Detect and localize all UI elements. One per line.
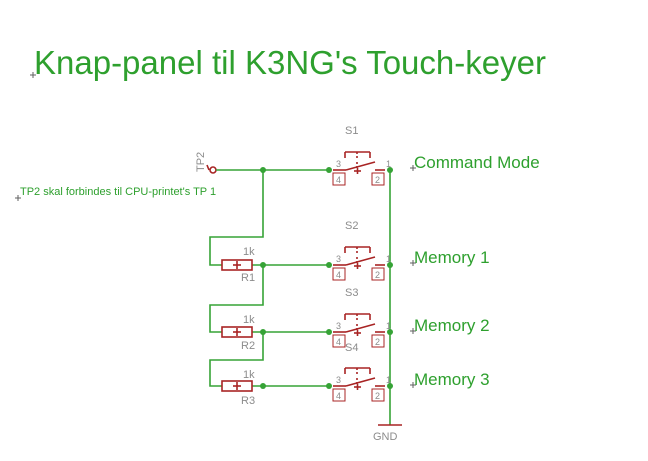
testpoint-name: TP2 bbox=[195, 152, 207, 172]
resistor-r1: 1k R1 bbox=[221, 246, 255, 284]
wire-ladder-3 bbox=[209, 332, 264, 387]
switch-pin: 3 bbox=[336, 321, 341, 331]
switch-s2: S2 3 1 4 2 bbox=[332, 220, 391, 281]
connection-note: TP2 skal forbindes til CPU-printet's TP … bbox=[20, 186, 216, 198]
switch-name: S2 bbox=[345, 220, 358, 232]
resistor-name: R3 bbox=[241, 395, 255, 407]
switch-s3: S3 3 1 4 2 bbox=[332, 287, 391, 348]
switch-pin: 1 bbox=[386, 375, 391, 385]
switch-pin: 4 bbox=[336, 270, 341, 280]
junctions bbox=[260, 167, 393, 389]
switch-name: S4 bbox=[345, 342, 358, 354]
junction-dot bbox=[387, 329, 393, 335]
switch-pin: 4 bbox=[336, 175, 341, 185]
switch-pin: 2 bbox=[375, 175, 380, 185]
resistor-body bbox=[221, 259, 253, 271]
schematic-title: Knap-panel til K3NG's Touch-keyer bbox=[34, 44, 546, 81]
junction-dot bbox=[326, 167, 332, 173]
junction-dot bbox=[260, 167, 266, 173]
ground-label: GND bbox=[373, 431, 398, 443]
function-labels: Command Mode Memory 1 Memory 2 Memory 3 bbox=[410, 153, 540, 389]
label-memory-3: Memory 3 bbox=[414, 370, 490, 389]
resistor-value: 1k bbox=[243, 314, 255, 326]
switch-pin: 1 bbox=[386, 254, 391, 264]
resistor-name: R2 bbox=[241, 340, 255, 352]
junction-dot bbox=[260, 262, 266, 268]
label-memory-2: Memory 2 bbox=[414, 316, 490, 335]
switch-s4: S4 3 1 4 2 bbox=[332, 342, 391, 402]
testpoint-tick bbox=[206, 164, 210, 171]
resistor-name: R1 bbox=[241, 272, 255, 284]
resistor-body bbox=[221, 326, 253, 338]
resistor-body bbox=[221, 380, 253, 392]
switch-pin: 1 bbox=[386, 159, 391, 169]
wire-ladder-1 bbox=[209, 170, 264, 266]
switch-pin: 2 bbox=[375, 391, 380, 401]
junction-dot bbox=[260, 329, 266, 335]
wire-ladder-2 bbox=[209, 265, 264, 333]
switch-pin: 2 bbox=[375, 270, 380, 280]
switch-pin: 3 bbox=[336, 375, 341, 385]
resistor-value: 1k bbox=[243, 369, 255, 381]
junction-dot bbox=[387, 167, 393, 173]
ground-symbol: GND bbox=[373, 424, 402, 443]
switch-pin: 3 bbox=[336, 159, 341, 169]
junction-dot bbox=[260, 383, 266, 389]
switch-pin: 1 bbox=[386, 321, 391, 331]
resistor-r3: 1k R3 bbox=[221, 369, 255, 407]
resistor-r2: 1k R2 bbox=[221, 314, 255, 352]
switch-pin: 4 bbox=[336, 391, 341, 401]
switch-pin: 4 bbox=[336, 337, 341, 347]
label-memory-1: Memory 1 bbox=[414, 248, 490, 267]
testpoint-pad bbox=[209, 166, 217, 174]
switch-name: S3 bbox=[345, 287, 358, 299]
junction-dot bbox=[387, 383, 393, 389]
testpoint-tp2: TP2 bbox=[195, 152, 217, 174]
junction-dot bbox=[326, 262, 332, 268]
junction-dot bbox=[387, 262, 393, 268]
resistor-value: 1k bbox=[243, 246, 255, 258]
junction-dot bbox=[326, 383, 332, 389]
junction-dot bbox=[326, 329, 332, 335]
switch-name: S1 bbox=[345, 125, 358, 137]
label-command-mode: Command Mode bbox=[414, 153, 540, 172]
switch-pin: 3 bbox=[336, 254, 341, 264]
switch-pin: 2 bbox=[375, 337, 380, 347]
switch-s1: S1 3 1 4 2 bbox=[332, 125, 391, 186]
